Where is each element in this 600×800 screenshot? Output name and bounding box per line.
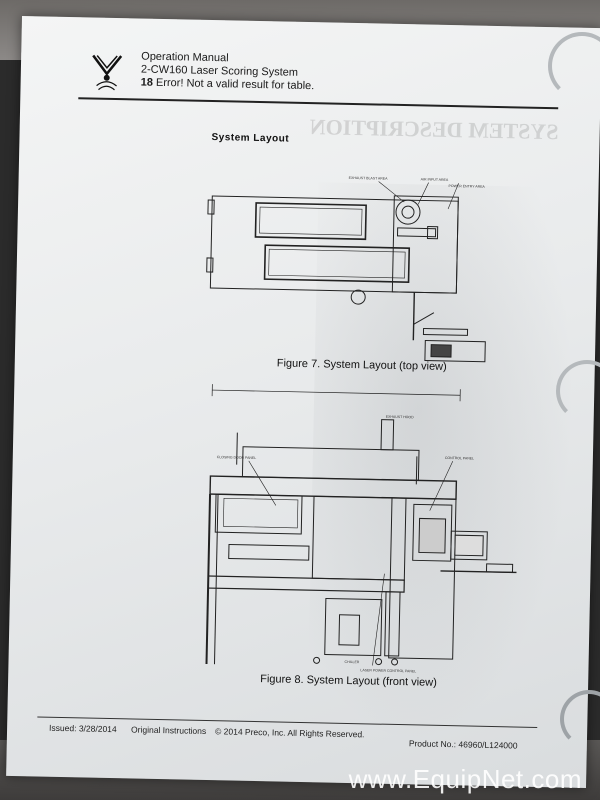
footer-product: Product No.: 46960/L124000 xyxy=(408,738,518,751)
svg-text:EXHAUST HOOD: EXHAUST HOOD xyxy=(386,415,414,420)
footer-instructions: Original Instructions xyxy=(130,724,207,737)
header-rule xyxy=(78,97,559,110)
manual-page: Operation Manual 2-CW160 Laser Scoring S… xyxy=(6,16,600,788)
footer-issued: Issued: 3/28/2014 xyxy=(49,722,117,735)
binder-ring-bottom-icon xyxy=(560,690,600,748)
figure7-caption: Figure 7. System Layout (top view) xyxy=(276,357,447,373)
section-title: System Layout xyxy=(211,132,290,145)
frame-outline xyxy=(209,195,459,294)
header-text: Operation Manual 2-CW160 Laser Scoring S… xyxy=(141,51,315,94)
figure8-drawing: CLOSING DOOR PANEL EXHAUST HOOD CONTROL … xyxy=(205,384,517,673)
header-section-num: 18 xyxy=(140,76,154,89)
header-section-text: Error! Not a valid result for table. xyxy=(155,76,315,93)
svg-text:CHILLER: CHILLER xyxy=(345,660,360,664)
header-section-line: 18 Error! Not a valid result for table. xyxy=(141,77,315,94)
svg-text:CLOSING DOOR PANEL: CLOSING DOOR PANEL xyxy=(217,455,257,460)
watermark: www.EquipNet.com xyxy=(348,764,582,794)
binder-ring-top-icon xyxy=(548,32,600,100)
svg-text:POWER ENTRY AREA: POWER ENTRY AREA xyxy=(449,184,486,189)
svg-text:AIR INPUT AREA: AIR INPUT AREA xyxy=(421,177,449,182)
svg-text:LASER POWER CONTROL PANEL: LASER POWER CONTROL PANEL xyxy=(360,668,416,673)
svg-text:CONTROL PANEL: CONTROL PANEL xyxy=(445,456,474,461)
binder-ring-middle-icon xyxy=(556,360,600,422)
svg-text:EXHAUST BLAST AREA: EXHAUST BLAST AREA xyxy=(349,176,389,181)
figure8-caption: Figure 8. System Layout (front view) xyxy=(260,673,437,689)
ghost-heading: SYSTEM DESCRIPTION xyxy=(309,114,559,145)
page-header: Operation Manual 2-CW160 Laser Scoring S… xyxy=(78,47,559,127)
figure7-drawing: EXHAUST BLAST AREA AIR INPUT AREA POWER … xyxy=(206,176,486,363)
preco-logo-icon xyxy=(92,54,123,91)
footer-copyright: © 2014 Preco, Inc. All Rights Reserved. xyxy=(214,726,365,740)
